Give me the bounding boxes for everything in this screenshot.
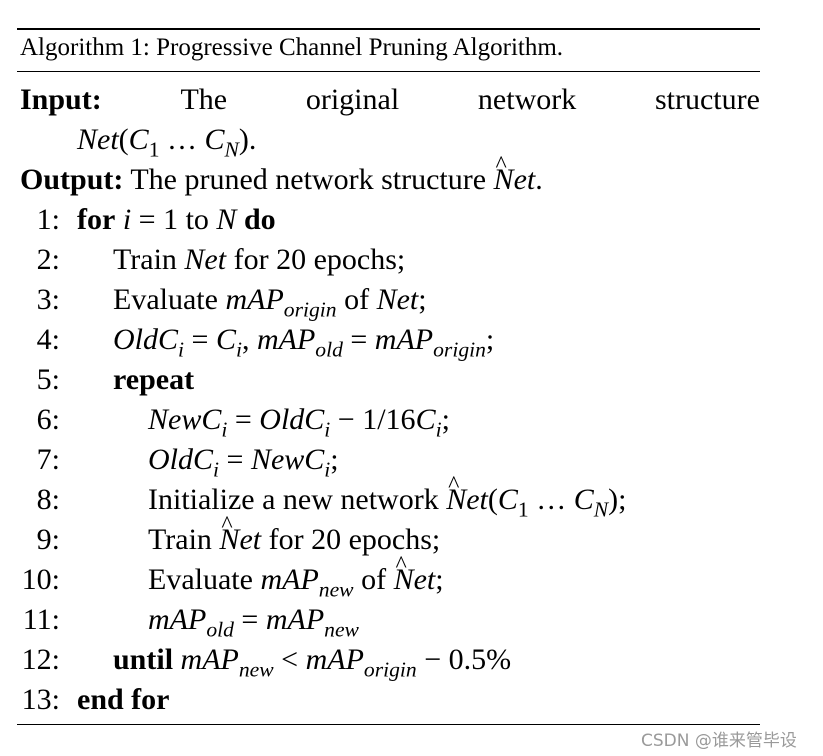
input-word: original <box>305 83 400 116</box>
line-number: 12: <box>21 643 60 676</box>
line-number: 1: <box>36 203 60 236</box>
output-line: Output: The pruned network structure Net… <box>20 152 760 197</box>
input-word: The <box>180 83 228 116</box>
line-number: 9: <box>36 523 60 556</box>
line-number: 6: <box>36 403 60 436</box>
top-rule <box>17 28 760 30</box>
output-label: Output: <box>20 163 124 196</box>
line-number: 2: <box>36 243 60 276</box>
output-text: The pruned network structure <box>130 163 487 196</box>
input-formula: Net(C1 … CN). <box>77 123 257 162</box>
input-line: Input: The original network structure <box>20 83 760 117</box>
line-number: 4: <box>36 323 60 356</box>
line-number: 13: <box>21 683 60 716</box>
input-word: network <box>477 83 577 116</box>
line-number: 10: <box>21 563 60 596</box>
line-number: 3: <box>36 283 60 316</box>
algorithm-caption: Algorithm 1: Progressive Channel Pruning… <box>20 34 564 61</box>
input-label: Input: <box>20 83 102 116</box>
line-number: 11: <box>22 603 60 636</box>
line-number: 5: <box>36 363 60 396</box>
input-word: structure <box>654 83 760 116</box>
caption-rule <box>17 71 760 72</box>
watermark: CSDN @谁来管毕设 <box>641 731 797 751</box>
line-number: 8: <box>36 483 60 516</box>
bottom-rule <box>17 724 760 725</box>
line-number: 7: <box>36 443 60 476</box>
